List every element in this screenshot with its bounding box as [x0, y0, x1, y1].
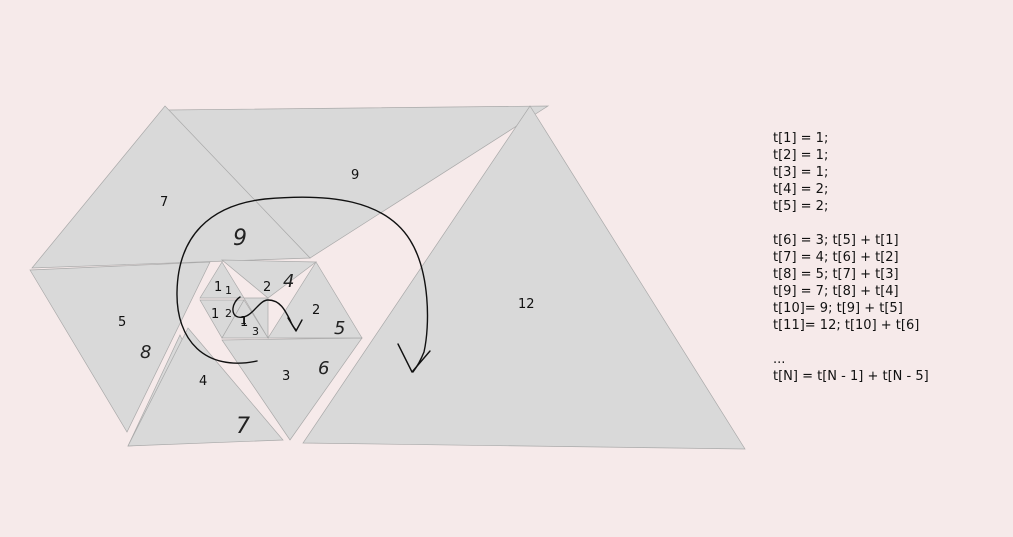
handwritten-9: 9	[233, 226, 247, 251]
label-7: 7	[160, 195, 168, 210]
formula-t1: t[1] = 1;	[773, 131, 829, 146]
triangle-4-main	[127, 327, 284, 447]
handwritten-3: 3	[252, 325, 259, 338]
spiral-arrow-head-outer	[397, 343, 431, 373]
formula-t9: t[9] = 7; t[8] + t[4]	[773, 284, 899, 299]
label-2-right: 2	[312, 303, 320, 318]
handwritten-5: 5	[334, 318, 345, 339]
label-12: 12	[518, 297, 535, 312]
handwritten-4: 4	[283, 271, 294, 292]
label-4: 4	[199, 374, 207, 389]
formula-ellipsis: ...	[773, 352, 786, 367]
formula-t6: t[6] = 3; t[5] + t[1]	[773, 233, 899, 248]
formula-t11: t[11]= 12; t[10] + t[6]	[773, 318, 920, 333]
formula-t5: t[5] = 2;	[773, 199, 829, 214]
handwritten-6: 6	[318, 358, 329, 379]
handwritten-7: 7	[236, 414, 250, 439]
label-9: 9	[351, 168, 359, 183]
handwritten-8: 8	[140, 342, 151, 363]
handwritten-1-b: 1	[240, 314, 247, 327]
triangle-2-top	[221, 259, 318, 299]
formula-t2: t[2] = 1;	[773, 148, 829, 163]
formula-t3: t[3] = 1;	[773, 165, 829, 180]
label-2-top: 2	[263, 280, 271, 295]
triangle-5	[29, 261, 211, 433]
spiral-arrow-path	[176, 196, 429, 373]
triangle-fill-mid	[243, 297, 269, 340]
formula-t10: t[10]= 9; t[9] + t[5]	[773, 301, 903, 316]
formula-t8: t[8] = 5; t[7] + t[3]	[773, 267, 899, 282]
handwritten-2: 2	[225, 307, 232, 320]
handwritten-1-a: 1	[225, 284, 232, 297]
triangle-2-right	[267, 261, 363, 339]
label-1-b: 1	[211, 307, 219, 322]
triangle-1-a	[199, 261, 245, 299]
label-3: 3	[282, 369, 290, 384]
triangle-12	[302, 105, 746, 450]
label-1-a: 1	[214, 280, 222, 295]
label-1-c: 1	[240, 315, 248, 330]
recurrence-formulas: t[1] = 1; t[2] = 1; t[3] = 1; t[4] = 2; …	[773, 130, 929, 385]
spiral-arrow-head-inner	[287, 317, 303, 332]
formula-general: t[N] = t[N - 1] + t[N - 5]	[773, 369, 929, 384]
formula-t4: t[4] = 2;	[773, 182, 829, 197]
triangle-7	[31, 105, 311, 269]
label-5: 5	[118, 315, 126, 330]
triangle-1-c	[221, 299, 269, 339]
triangle-3	[221, 337, 363, 441]
formula-t7: t[7] = 4; t[6] + t[2]	[773, 250, 899, 265]
